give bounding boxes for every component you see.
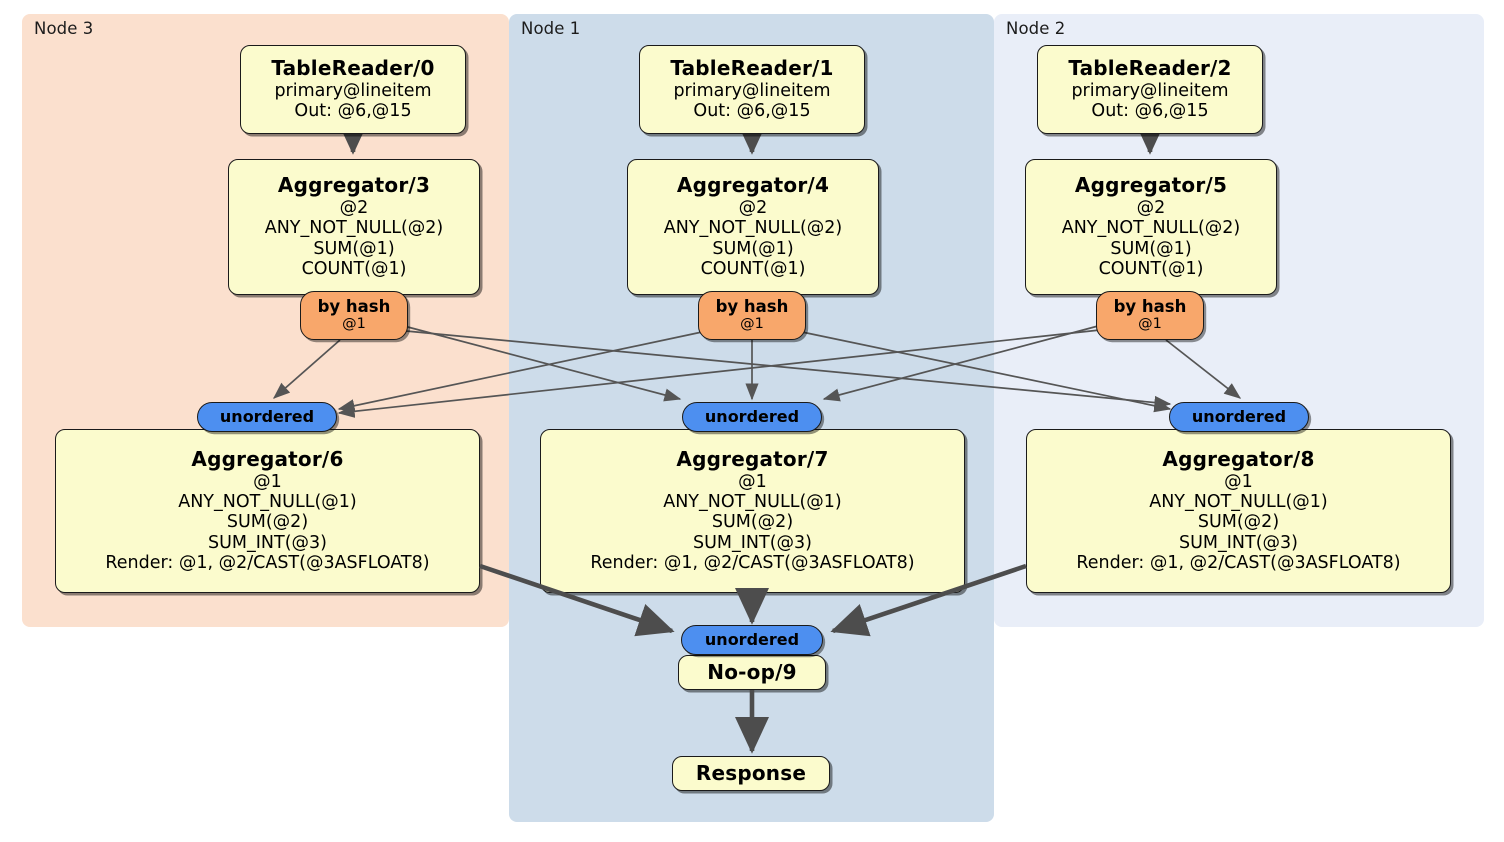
box-title: TableReader/0 <box>271 56 435 81</box>
box-line: SUM(@2) <box>711 512 794 533</box>
box-line: COUNT(@1) <box>1098 259 1204 280</box>
box-aggregator-6[interactable]: Aggregator/6 @1 ANY_NOT_NULL(@1) SUM(@2)… <box>55 429 480 593</box>
box-title: Aggregator/7 <box>676 447 829 472</box>
box-title: Aggregator/8 <box>1162 447 1315 472</box>
box-aggregator-8[interactable]: Aggregator/8 @1 ANY_NOT_NULL(@1) SUM(@2)… <box>1026 429 1451 593</box>
edge-hashmid-unordered-right <box>801 331 1172 413</box>
box-title: Aggregator/5 <box>1074 173 1228 198</box>
node-panel-label-node-1: Node 1 <box>521 19 581 38</box>
box-line: ANY_NOT_NULL(@1) <box>1149 491 1328 512</box>
box-line: ANY_NOT_NULL(@1) <box>663 491 842 512</box>
box-line: Render: @1, @2/CAST(@3ASFLOAT8) <box>1076 553 1401 574</box>
box-response[interactable]: Response <box>672 756 830 791</box>
box-line: @2 <box>1136 197 1166 218</box>
box-line: primary@lineitem <box>274 80 432 101</box>
stream-label: unordered <box>704 407 800 427</box>
router-title: by hash <box>715 297 789 317</box>
edge-hashright-unordered-right <box>1165 339 1242 399</box>
box-line: COUNT(@1) <box>301 259 407 280</box>
box-line: SUM(@1) <box>313 238 395 259</box>
box-tablereader-1[interactable]: TableReader/1 primary@lineitem Out: @6,@… <box>639 45 865 134</box>
router-detail: @1 <box>1138 316 1162 333</box>
box-line: SUM(@2) <box>1197 512 1280 533</box>
box-title: Aggregator/6 <box>191 447 344 472</box>
edge-hashleft-unordered-right <box>405 330 1172 410</box>
router-by-hash-left[interactable]: by hash @1 <box>300 291 408 340</box>
stream-unordered-middle[interactable]: unordered <box>682 402 822 432</box>
box-line: Out: @6,@15 <box>294 101 412 122</box>
box-line: SUM_INT(@3) <box>1179 532 1298 553</box>
router-detail: @1 <box>342 316 366 333</box>
box-line: SUM(@1) <box>1110 238 1192 259</box>
box-line: primary@lineitem <box>1071 80 1229 101</box>
edge-hashleft-unordered-left <box>272 339 341 399</box>
box-line: SUM(@1) <box>712 238 794 259</box>
node-panel-label-node-2: Node 2 <box>1006 19 1066 38</box>
router-detail: @1 <box>740 316 764 333</box>
box-aggregator-4[interactable]: Aggregator/4 @2 ANY_NOT_NULL(@2) SUM(@1)… <box>627 159 879 295</box>
edge-hashright-unordered-left <box>337 329 1101 418</box>
box-line: SUM_INT(@3) <box>208 532 327 553</box>
stream-label: unordered <box>1191 407 1287 427</box>
box-aggregator-7[interactable]: Aggregator/7 @1 ANY_NOT_NULL(@1) SUM(@2)… <box>540 429 965 593</box>
stream-label: unordered <box>219 407 315 427</box>
box-line: SUM(@2) <box>226 512 309 533</box>
box-line: @2 <box>738 197 768 218</box>
box-tablereader-2[interactable]: TableReader/2 primary@lineitem Out: @6,@… <box>1037 45 1263 134</box>
box-line: Out: @6,@15 <box>1091 101 1209 122</box>
stream-unordered-right[interactable]: unordered <box>1169 402 1309 432</box>
box-title: TableReader/1 <box>670 56 834 81</box>
edge-hashleft-unordered-middle <box>403 325 682 402</box>
router-title: by hash <box>317 297 391 317</box>
box-line: @1 <box>1224 471 1253 492</box>
box-line: Render: @1, @2/CAST(@3ASFLOAT8) <box>105 553 430 574</box>
stream-unordered-final[interactable]: unordered <box>681 625 823 655</box>
edge-hashmid-unordered-left <box>337 331 703 413</box>
edges-tablereader-to-aggregator <box>335 117 1168 155</box>
box-line: ANY_NOT_NULL(@2) <box>264 218 444 239</box>
box-aggregator-5[interactable]: Aggregator/5 @2 ANY_NOT_NULL(@2) SUM(@1)… <box>1025 159 1277 295</box>
box-line: @1 <box>738 471 767 492</box>
router-title: by hash <box>1113 297 1187 317</box>
box-title: Aggregator/3 <box>277 173 431 198</box>
stream-label: unordered <box>704 630 800 650</box>
edges-hash-to-unordered <box>272 325 1242 418</box>
box-tablereader-0[interactable]: TableReader/0 primary@lineitem Out: @6,@… <box>240 45 466 134</box>
box-title: TableReader/2 <box>1068 56 1232 81</box>
box-line: ANY_NOT_NULL(@2) <box>663 218 843 239</box>
box-title: Response <box>695 760 807 785</box>
box-line: SUM_INT(@3) <box>693 532 812 553</box>
box-title: No-op/9 <box>707 659 797 684</box>
box-line: @2 <box>339 197 369 218</box>
router-by-hash-right[interactable]: by hash @1 <box>1096 291 1204 340</box>
box-line: primary@lineitem <box>673 80 831 101</box>
stream-unordered-left[interactable]: unordered <box>197 402 337 432</box>
box-title: Aggregator/4 <box>676 173 830 198</box>
box-line: ANY_NOT_NULL(@2) <box>1061 218 1241 239</box>
box-line: Render: @1, @2/CAST(@3ASFLOAT8) <box>590 553 915 574</box>
box-aggregator-3[interactable]: Aggregator/3 @2 ANY_NOT_NULL(@2) SUM(@1)… <box>228 159 480 295</box>
box-line: @1 <box>253 471 282 492</box>
router-by-hash-middle[interactable]: by hash @1 <box>698 291 806 340</box>
box-no-op-9[interactable]: No-op/9 <box>678 655 826 690</box>
box-line: Out: @6,@15 <box>693 101 811 122</box>
box-line: COUNT(@1) <box>700 259 806 280</box>
box-line: ANY_NOT_NULL(@1) <box>178 491 357 512</box>
edge-hashright-unordered-middle <box>822 325 1099 402</box>
node-panel-label-node-3: Node 3 <box>34 19 94 38</box>
